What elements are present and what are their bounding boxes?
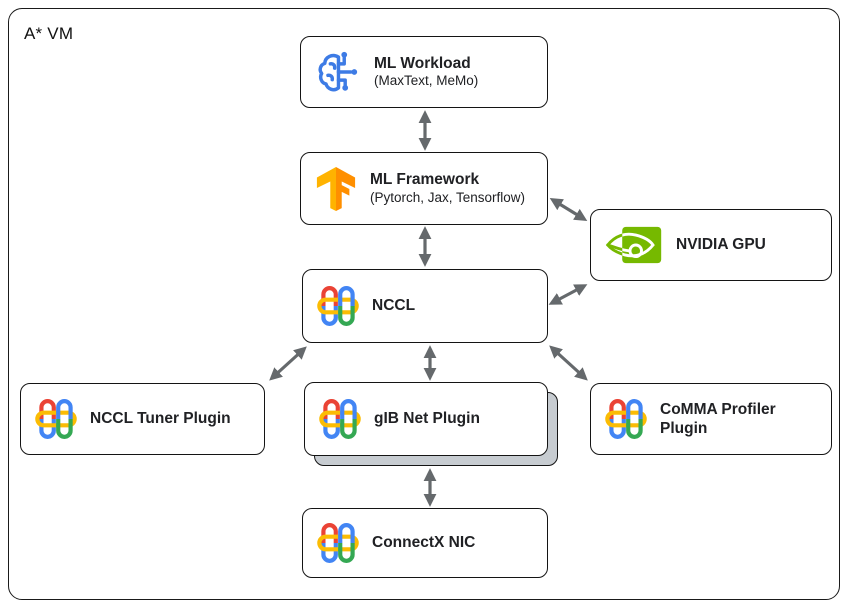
vm-label: A* VM	[24, 24, 74, 43]
node-comma-profiler-plugin: CoMMA Profiler Plugin	[590, 383, 832, 455]
node-title: NCCL Tuner Plugin	[90, 410, 231, 428]
ml-brain-circuit-icon	[315, 49, 361, 95]
node-nccl: NCCL	[302, 269, 548, 343]
node-title: NVIDIA GPU	[676, 236, 766, 254]
node-title: ML Workload	[374, 54, 471, 72]
node-title: ConnectX NIC	[372, 534, 476, 552]
nvidia-icon	[605, 225, 663, 265]
node-connectx-nic: ConnectX NIC	[302, 508, 548, 578]
google-interconnect-icon	[317, 285, 359, 327]
node-nvidia-gpu: NVIDIA GPU	[590, 209, 832, 281]
google-interconnect-icon	[35, 398, 77, 440]
node-subtitle: (MaxText, MeMo)	[374, 73, 479, 89]
node-title: CoMMA Profiler Plugin	[660, 400, 776, 437]
node-subtitle: (Pytorch, Jax, Tensorflow)	[370, 189, 526, 205]
node-nccl-tuner-plugin: NCCL Tuner Plugin	[20, 383, 265, 455]
node-title: gIB Net Plugin	[374, 410, 480, 428]
tensorflow-icon	[315, 166, 357, 212]
node-ml-workload: ML Workload (MaxText, MeMo)	[300, 36, 548, 108]
google-interconnect-icon	[605, 398, 647, 440]
node-title: NCCL	[372, 297, 416, 315]
node-title: ML Framework	[370, 171, 480, 189]
node-ml-framework: ML Framework (Pytorch, Jax, Tensorflow)	[300, 152, 548, 225]
google-interconnect-icon	[319, 398, 361, 440]
google-interconnect-icon	[317, 522, 359, 564]
node-gib-net-plugin: gIB Net Plugin	[304, 382, 548, 456]
